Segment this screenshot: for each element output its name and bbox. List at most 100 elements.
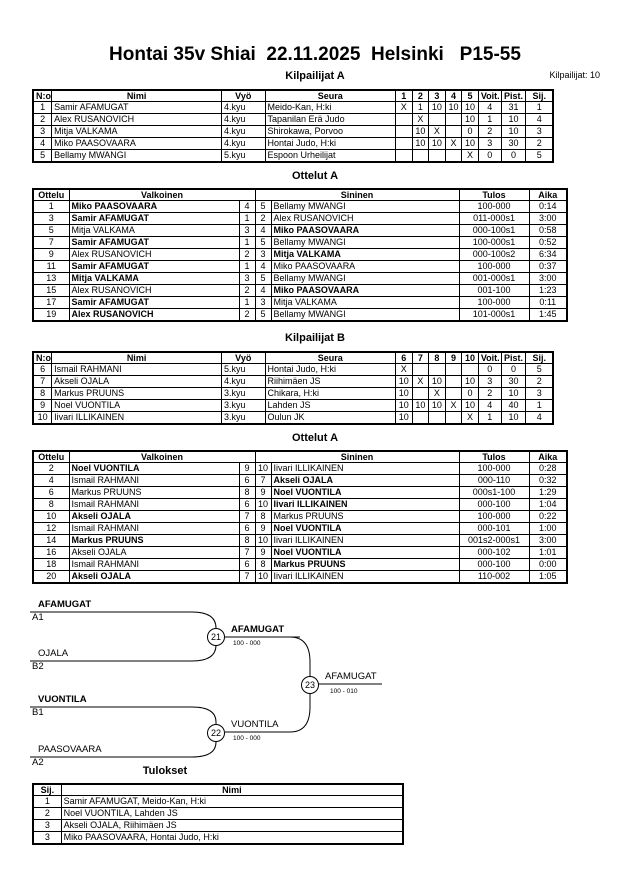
pool-cell [444,149,463,163]
pool-cell: 1 [477,411,502,425]
pool-cell [411,411,430,425]
match-number: 19 [32,308,70,322]
match-time: 0:00 [528,558,568,571]
bracket-s1-top-seed: A1 [32,612,44,623]
pool-a-heading: Kilpailijat A [285,70,345,82]
match-number: 18 [32,558,70,571]
blue-competitor: Bellamy MWANGI [270,308,460,322]
white-competitor: Akseli OJALA [68,570,240,584]
bracket-s2-bot-name: PAASOVAARA [38,744,102,755]
pool-cell: 5 [525,149,554,163]
match-time: 1:45 [528,308,568,322]
pool-cell: 10 [428,101,446,114]
match-number: 20 [32,570,70,584]
pool-cell: 10 [428,399,446,412]
bracket-m23-winner: AFAMUGAT [325,671,377,682]
column-header: Nimi [60,783,404,796]
pool-cell: X [444,399,463,412]
match-time: 0:11 [528,296,568,309]
pool-cell: Lahden JS [264,399,397,412]
column-header: 7 [411,351,430,364]
bracket-s1-top-name: AFAMUGAT [38,599,92,610]
bracket-match-22: 22 [207,724,225,742]
competitor-count: Kilpailijat: 10 [549,70,600,80]
pool-cell: X [428,387,446,400]
pool-cell: 10 [461,399,479,412]
page-title: Hontai 35v Shiai 22.11.2025 Helsinki P15… [109,44,521,65]
column-header: Sij. [32,783,62,796]
pool-cell: 5.kyu [221,149,266,163]
pool-cell: Miko PAASOVAARA [51,137,223,150]
bracket-s2-top-name: VUONTILA [38,694,87,705]
pool-cell: 1 [525,399,554,412]
bracket-m22-score: 100 - 000 [233,735,261,742]
pool-cell [411,149,430,163]
header-row: Sij.Nimi [32,783,404,796]
pool-cell [444,411,463,425]
pool-cell: X [444,137,463,150]
blue-number: 3 [254,296,272,309]
bracket-s2-top-seed: B1 [32,707,44,718]
result-name: Miko PAASOVAARA, Hontai Judo, H:ki [60,831,404,845]
white-competitor: Samir AFAMUGAT [68,296,240,309]
bracket-m21-score: 100 - 000 [233,640,261,647]
bracket-s2-bot-seed: A2 [32,757,44,768]
blue-competitor: Markus PRUUNS [270,558,460,571]
result-place: 3 [32,831,62,845]
pool-cell: Bellamy MWANGI [51,149,223,163]
result-place: 3 [32,819,62,832]
pool-cell [395,137,413,150]
bracket-match-23: 23 [301,676,319,694]
bracket-m21-winner: AFAMUGAT [231,624,285,635]
pool-cell: 0 [500,149,527,163]
pool-cell: 10 [461,137,479,150]
bracket-m23-score: 100 - 010 [330,688,358,695]
pool-cell: 10 [411,137,430,150]
bracket-s1-bot-name: OJALA [38,648,69,659]
column-header: 3 [428,89,446,102]
pool-cell: Hontai Judo, H:ki [264,137,397,150]
bracket-m22-winner: VUONTILA [231,719,279,730]
result-place: 1 [32,795,62,808]
result-place: 2 [32,807,62,820]
pool-cell: 2 [525,137,554,150]
pool-cell: X [461,149,479,163]
blue-competitor: Iivari ILLIKAINEN [270,570,460,584]
result-name: Akseli OJALA, Riihimäen JS [60,819,404,832]
pool-cell: 3.kyu [221,411,266,425]
pool-cell: Espoon Urheilijat [264,149,397,163]
match-time: 1:05 [528,570,568,584]
match-number: 17 [32,296,70,309]
pool-cell: 5 [32,149,53,163]
pool-cell: Noel VUONTILA [51,399,223,412]
pool-cell: Oulun JK [264,411,397,425]
pool-cell: 10 [411,399,430,412]
matches-a-heading: Ottelut A [291,170,339,182]
pool-cell [428,149,446,163]
pool-cell [395,149,413,163]
results-heading: Tulokset [142,765,188,777]
pool-b-heading: Kilpailijat B [285,332,345,344]
matches-b-heading: Ottelut A [291,432,339,444]
